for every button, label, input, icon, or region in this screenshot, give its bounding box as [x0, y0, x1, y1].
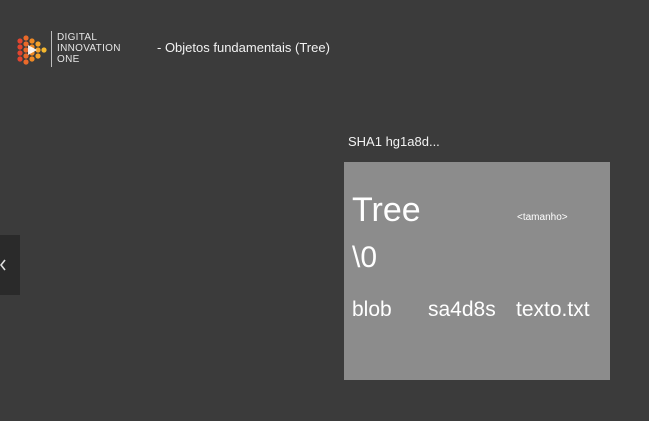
brand-name: DIGITAL INNOVATION ONE	[57, 32, 121, 65]
brand-line-3: ONE	[57, 54, 80, 65]
null-char: \0	[352, 241, 378, 274]
tree-hash-label: SHA1 hg1a8d...	[348, 134, 440, 149]
logo-divider	[51, 31, 52, 67]
brand-line-1: DIGITAL	[57, 32, 98, 43]
previous-slide-button[interactable]	[0, 235, 20, 295]
entry-hash: sa4d8s	[428, 298, 496, 321]
entry-type: blob	[352, 298, 392, 321]
slide-title: - Objetos fundamentais (Tree)	[157, 40, 330, 55]
tree-heading: Tree	[352, 191, 421, 229]
size-tag: <tamanho>	[517, 212, 568, 223]
brand-line-2: INNOVATION	[57, 43, 121, 54]
tree-object-box: Tree <tamanho> \0 blob sa4d8s texto.txt	[344, 162, 610, 380]
dio-logo	[17, 35, 47, 65]
chevron-left-icon	[0, 259, 6, 271]
entry-filename: texto.txt	[516, 298, 590, 321]
